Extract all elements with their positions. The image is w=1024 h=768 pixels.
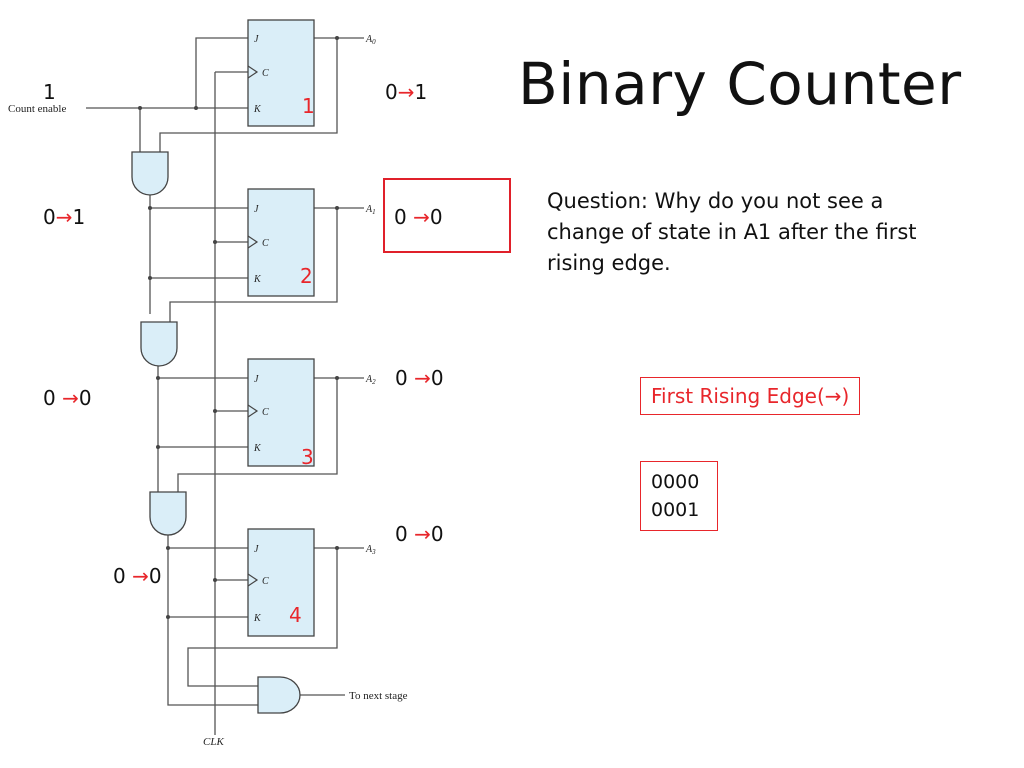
a1-highlight-box xyxy=(383,178,511,253)
count-state-0: 0000 xyxy=(651,471,700,493)
count-sequence-box: 0000 0001 xyxy=(640,461,718,531)
flipflop-number-3: 3 xyxy=(301,445,314,469)
transition-and2: 0 →0 xyxy=(43,386,92,410)
and-gate-next-stage xyxy=(257,676,301,714)
output-label-a0: A0 xyxy=(365,34,376,46)
count-enable-value: 1 xyxy=(43,80,56,104)
count-state-1: 0001 xyxy=(651,499,700,521)
pin-j-3: J xyxy=(254,374,259,385)
transition-and1: 0→1 xyxy=(43,205,86,229)
output-label-a2: A2 xyxy=(365,374,376,386)
pin-k-4: K xyxy=(253,613,262,624)
and-gate-3 xyxy=(149,491,187,536)
count-enable-label: Count enable xyxy=(8,103,66,115)
pin-k-3: K xyxy=(253,443,262,454)
output-label-a1: A1 xyxy=(365,204,376,216)
and-gate-1 xyxy=(131,151,169,196)
flipflop-2 xyxy=(247,188,315,297)
pin-c-2: C xyxy=(262,238,269,249)
next-stage-label: To next stage xyxy=(349,690,408,702)
transition-a3: 0 →0 xyxy=(395,522,444,546)
flipflop-number-2: 2 xyxy=(300,264,313,288)
transition-a1: 0 →0 xyxy=(394,205,443,229)
pin-c-1: C xyxy=(262,68,269,79)
transition-a2: 0 →0 xyxy=(395,366,444,390)
and-gate-2 xyxy=(140,321,178,367)
pin-k-2: K xyxy=(253,274,262,285)
flipflop-number-4: 4 xyxy=(289,603,302,627)
question-text: Question: Why do you not see a change of… xyxy=(547,189,917,275)
pin-k-1: K xyxy=(253,104,262,115)
flipflop-1 xyxy=(247,19,315,127)
pin-c-4: C xyxy=(262,576,269,587)
pin-c-3: C xyxy=(262,407,269,418)
output-label-a3: A3 xyxy=(365,544,376,556)
slide-title: Binary Counter xyxy=(518,50,962,118)
first-rising-edge-box: First Rising Edge(→) xyxy=(640,377,861,415)
flipflop-number-1: 1 xyxy=(302,94,315,118)
flipflop-3 xyxy=(247,358,315,467)
flipflop-4 xyxy=(247,528,315,637)
pin-j-4: J xyxy=(254,544,259,555)
pin-j-1: J xyxy=(254,34,259,45)
transition-a0: 0→1 xyxy=(385,80,428,104)
pin-j-2: J xyxy=(254,204,259,215)
clk-label: CLK xyxy=(203,736,224,748)
transition-and3: 0 →0 xyxy=(113,564,162,588)
